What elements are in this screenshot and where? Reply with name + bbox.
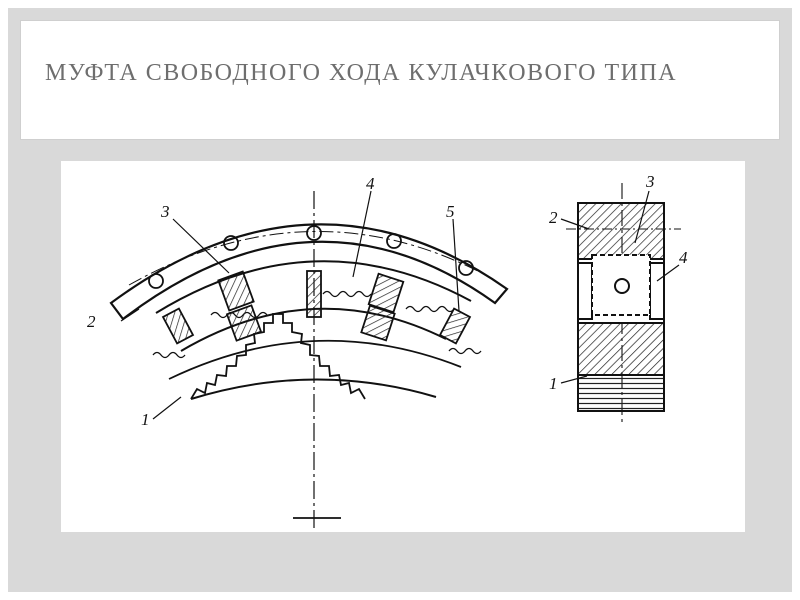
bolt-pitch-circle xyxy=(128,231,494,286)
front-view: 1 2 3 4 5 xyxy=(87,174,509,532)
cam xyxy=(306,270,322,318)
cam-section-part-4 xyxy=(591,254,651,316)
cam xyxy=(438,307,472,345)
cam xyxy=(217,270,255,312)
hub-section-hatched xyxy=(577,322,665,376)
label-side-2: 2 xyxy=(549,208,558,227)
side-view: 1 2 3 4 xyxy=(549,172,688,423)
outer-ring-section xyxy=(577,202,665,260)
side-bolt-hole xyxy=(614,278,630,294)
cam xyxy=(225,304,263,342)
label-front-5: 5 xyxy=(446,202,455,221)
outer-ring-inner-edge xyxy=(155,260,472,314)
label-front-1: 1 xyxy=(141,410,150,429)
slide-title: МУФТА СВОБОДНОГО ХОДА КУЛАЧКОВОГО ТИПА xyxy=(45,60,678,86)
cage-inner-right xyxy=(649,262,665,320)
freewheel-clutch-drawing: 1 2 3 4 5 xyxy=(61,161,745,532)
cam xyxy=(367,272,405,314)
label-front-4: 4 xyxy=(366,174,375,193)
label-front-3: 3 xyxy=(160,202,170,221)
label-side-4: 4 xyxy=(679,248,688,267)
hub-section-part-1 xyxy=(577,374,665,412)
leader-lines xyxy=(120,190,460,420)
cam xyxy=(161,307,195,345)
label-side-1: 1 xyxy=(549,374,558,393)
outer-ring-part-2 xyxy=(109,223,509,321)
cam xyxy=(360,304,396,342)
hub-inner-edge xyxy=(190,378,437,400)
cams-part-3-5 xyxy=(161,270,472,345)
hub-gear-teeth-part-1 xyxy=(168,313,462,400)
label-front-2: 2 xyxy=(87,312,96,331)
label-side-3: 3 xyxy=(645,172,655,191)
cage-inner-left xyxy=(577,262,593,320)
bolt-holes xyxy=(148,225,474,289)
title-placeholder xyxy=(20,20,780,140)
side-leader-lines xyxy=(560,190,680,384)
